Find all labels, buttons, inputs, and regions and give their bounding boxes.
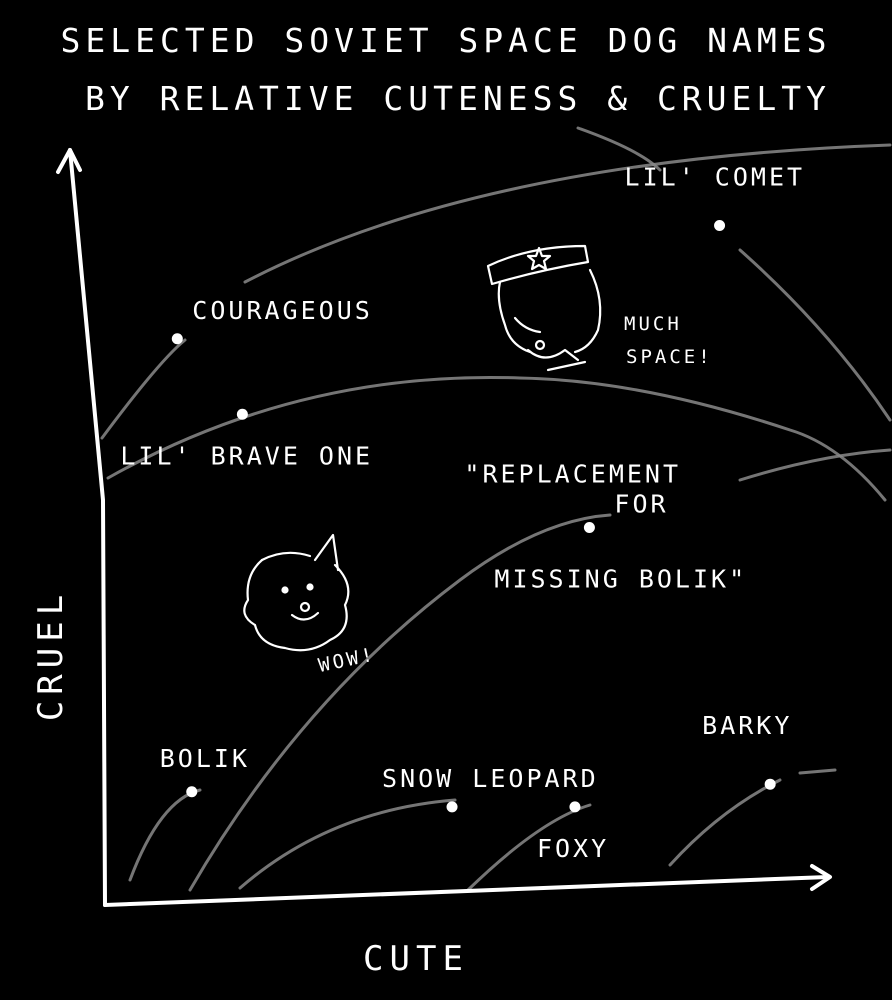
y-axis-arrowhead xyxy=(56,148,82,174)
y-axis-label: CRUEL xyxy=(31,589,71,721)
data-label: BOLIK xyxy=(160,744,250,773)
data-point xyxy=(186,786,198,798)
data-point xyxy=(569,801,581,813)
data-point xyxy=(446,801,458,813)
fluffy-dog-doodle xyxy=(243,533,350,652)
cosmonaut-dog-doodle xyxy=(486,244,602,372)
annotation-wow: WOW! xyxy=(316,643,377,677)
data-label: COURAGEOUS xyxy=(192,296,373,325)
y-axis xyxy=(68,148,107,907)
data-label: LIL' BRAVE ONE xyxy=(120,441,373,470)
data-point xyxy=(171,333,183,345)
data-point xyxy=(583,522,595,533)
data-label: BARKY xyxy=(702,711,792,740)
data-point xyxy=(236,408,248,420)
data-label: FOXY xyxy=(537,834,609,863)
chart-title-line2: BY RELATIVE CUTENESS & CRUELTY xyxy=(85,79,831,118)
data-point xyxy=(714,220,726,231)
data-label: MISSING BOLIK" xyxy=(494,565,747,594)
data-label: FOR xyxy=(614,490,668,519)
data-point xyxy=(764,778,776,790)
chart-title-line1: SELECTED SOVIET SPACE DOG NAMES xyxy=(61,21,832,60)
data-label: SNOW LEOPARD xyxy=(382,764,599,793)
x-axis-arrowhead xyxy=(810,864,832,891)
annotation-space: SPACE! xyxy=(626,346,713,368)
scatter-points: LIL' COMET COURAGEOUS LIL' BRAVE ONE "REPLA… xyxy=(120,163,806,863)
background-ghost-strokes xyxy=(100,126,892,892)
annotation-much: MUCH xyxy=(624,313,682,335)
data-label: LIL' COMET xyxy=(625,163,806,192)
data-label: "REPLACEMENT xyxy=(464,460,681,489)
x-axis xyxy=(103,875,830,907)
x-axis-label: CUTE xyxy=(363,939,469,979)
